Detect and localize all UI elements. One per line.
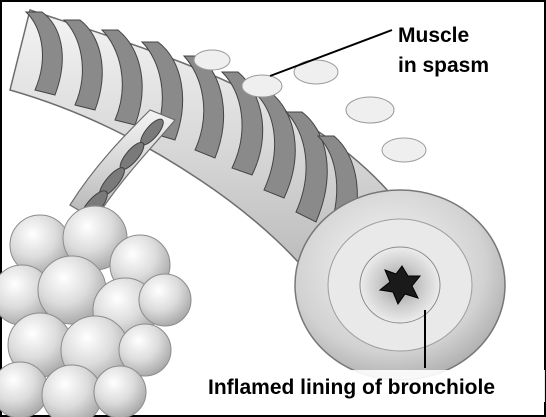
muscle-label-line2: in spasm bbox=[398, 54, 489, 77]
bronchiole-cross-section bbox=[295, 190, 505, 380]
muscle-label-line1: Muscle bbox=[398, 24, 469, 47]
lining-label: Inflamed lining of bronchiole bbox=[208, 376, 495, 399]
